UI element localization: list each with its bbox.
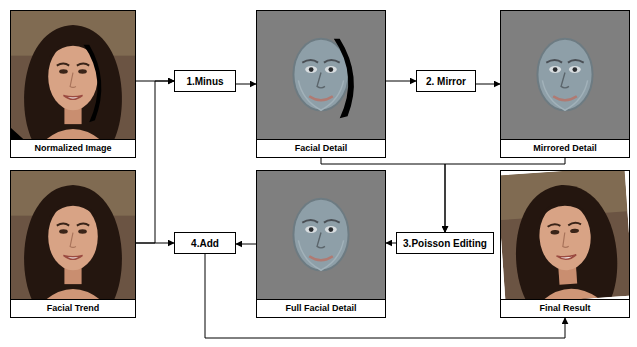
process-box: 4.Add [174, 232, 236, 254]
mirrored-image [501, 11, 629, 140]
process-box: 2. Mirror [416, 70, 476, 92]
step-label: 1.Minus [182, 76, 227, 87]
trend-photo [11, 171, 135, 300]
full-detail-image [257, 171, 385, 300]
process-box: 3.Poisson Editing [396, 232, 494, 254]
image-panel: Mirrored Detail [500, 10, 630, 158]
step-label: 3.Poisson Editing [399, 238, 491, 249]
step-label: 2. Mirror [422, 76, 470, 87]
image-panel: Final Result [500, 170, 630, 318]
image-panel: Facial Detail [256, 10, 386, 158]
flow-arrow [136, 81, 174, 243]
image-caption: Full Facial Detail [257, 299, 385, 317]
image-panel: Normalized Image [10, 10, 136, 158]
flow-arrow [386, 243, 396, 244]
image-panel: Facial Trend [10, 170, 136, 318]
image-caption: Normalized Image [11, 139, 135, 157]
step-label: 4.Add [187, 238, 223, 249]
flow-arrow [236, 244, 256, 245]
flow-arrow [236, 84, 256, 85]
image-caption: Final Result [501, 299, 629, 317]
image-caption: Facial Trend [11, 299, 135, 317]
image-caption: Facial Detail [257, 139, 385, 157]
detail-image [257, 11, 385, 140]
normalized-photo [11, 11, 135, 140]
process-box: 1.Minus [174, 70, 236, 92]
flow-arrow [205, 254, 565, 338]
image-caption: Mirrored Detail [501, 139, 629, 157]
image-panel: Full Facial Detail [256, 170, 386, 318]
flow-arrow [476, 84, 500, 85]
flow-arrow [386, 81, 416, 82]
result-photo [497, 167, 634, 305]
flow-arrow [136, 243, 174, 244]
